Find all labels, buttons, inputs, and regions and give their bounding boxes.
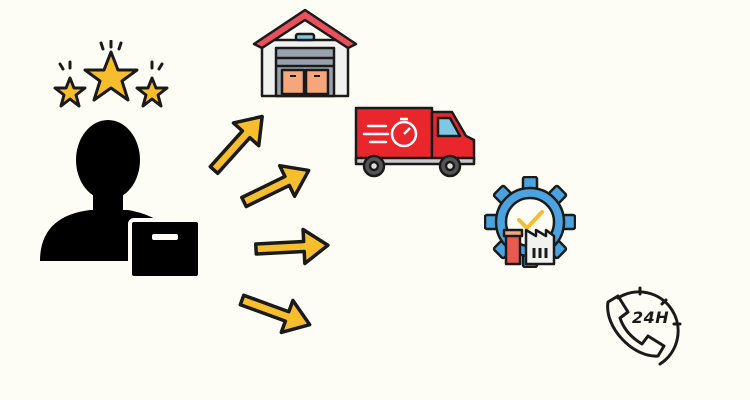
- factory-gear-icon: [484, 176, 576, 268]
- 24h-phone-support-icon: 24H: [594, 282, 686, 374]
- arrow-to-warehouse: [200, 103, 277, 184]
- arrow-to-gear: [253, 226, 331, 268]
- arrow-to-support: [234, 282, 318, 343]
- arrow-to-truck: [234, 153, 318, 220]
- warehouse-icon: [252, 8, 358, 98]
- support-24h-label: 24H: [632, 308, 670, 327]
- delivery-truck-icon: [354, 106, 476, 178]
- flow-arrows: [200, 103, 331, 343]
- customer-with-box-icon: [40, 120, 202, 280]
- three-stars-icon: [53, 40, 169, 108]
